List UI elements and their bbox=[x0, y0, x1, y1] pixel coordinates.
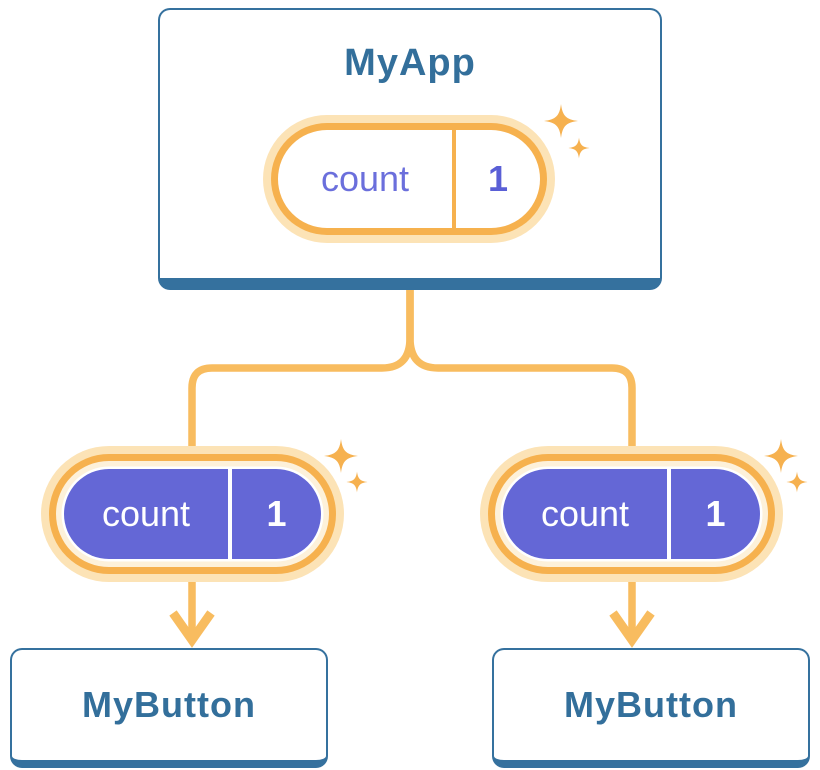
state-pill-myapp: count 1 bbox=[263, 115, 555, 243]
state-name: count bbox=[540, 493, 630, 534]
state-name: count bbox=[101, 493, 191, 534]
component-card-mybutton-right: MyButton bbox=[492, 648, 810, 768]
state-pill-right-child: count 1 bbox=[482, 448, 781, 580]
sparkle-icon bbox=[786, 471, 808, 493]
state-value: 1 bbox=[266, 493, 287, 534]
state-pill-body: count 1 bbox=[64, 469, 321, 559]
component-name-mybutton: MyButton bbox=[564, 684, 738, 725]
state-pill-left-child: count 1 bbox=[43, 448, 342, 580]
state-pill-body: count 1 bbox=[503, 469, 760, 559]
state-value: 1 bbox=[705, 493, 726, 534]
component-name-myapp: MyApp bbox=[344, 42, 476, 84]
arrowhead-right-icon bbox=[609, 610, 655, 648]
component-card-mybutton-left: MyButton bbox=[10, 648, 328, 768]
component-name-mybutton: MyButton bbox=[82, 684, 256, 725]
state-pill-body: count 1 bbox=[278, 130, 540, 228]
state-name: count bbox=[320, 158, 410, 199]
sparkle-icon bbox=[346, 471, 368, 493]
pill-divider bbox=[667, 469, 671, 559]
pill-divider bbox=[452, 130, 456, 228]
state-value: 1 bbox=[487, 158, 509, 199]
arrowhead-left-icon bbox=[169, 610, 215, 648]
